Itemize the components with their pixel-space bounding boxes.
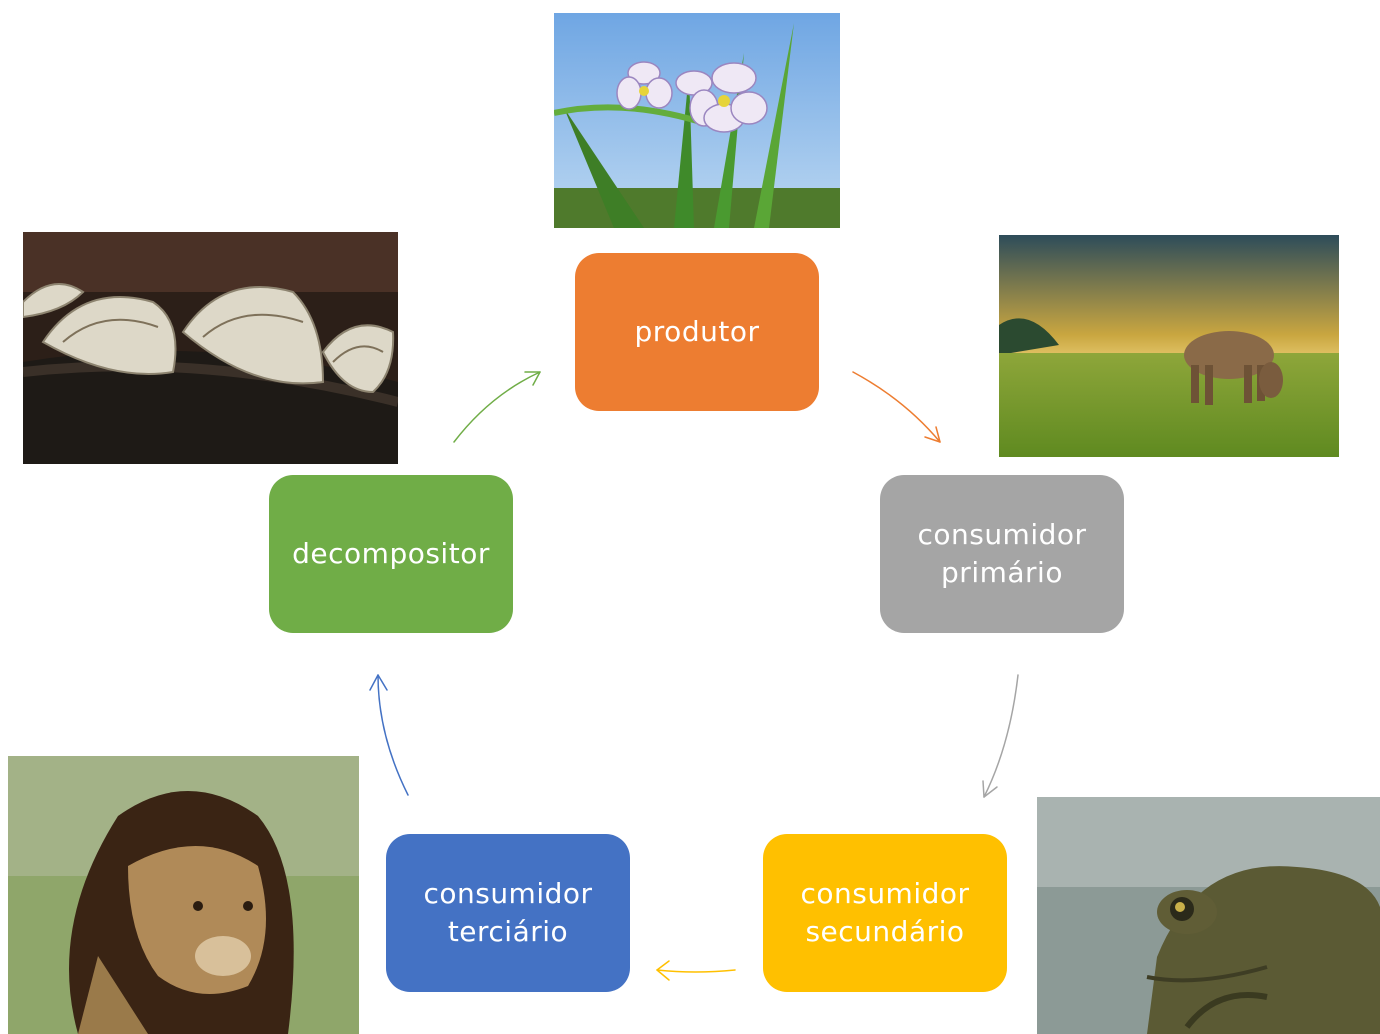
node-decompositor-label: decompositor [292, 537, 490, 570]
node-produtor-label: produtor [634, 315, 760, 348]
node-consumidor-primario: consumidor primário [880, 475, 1124, 633]
flower-photo [554, 13, 840, 228]
node-produtor: produtor [575, 253, 819, 411]
arrow-decompositor-to-produtor [453, 371, 541, 443]
node-consumidor-terciario: consumidor terciário [386, 834, 630, 992]
mushroom-photo [23, 232, 398, 464]
arrow-produtor-to-primario [852, 371, 941, 443]
node-consumidor-secundario: consumidor secundário [763, 834, 1007, 992]
node-consumidor-terciario-label: consumidor terciário [423, 877, 593, 948]
arrow-secundario-to-terciario [656, 960, 736, 981]
lion-photo [8, 756, 359, 1034]
node-consumidor-secundario-label: consumidor secundário [800, 877, 970, 948]
cow-photo [999, 235, 1339, 457]
node-decompositor: decompositor [269, 475, 513, 633]
arrow-primario-to-secundario [982, 674, 1019, 798]
node-consumidor-primario-label: consumidor primário [917, 518, 1087, 589]
arrow-terciario-to-decompositor [369, 674, 409, 796]
frog-photo [1037, 797, 1380, 1034]
